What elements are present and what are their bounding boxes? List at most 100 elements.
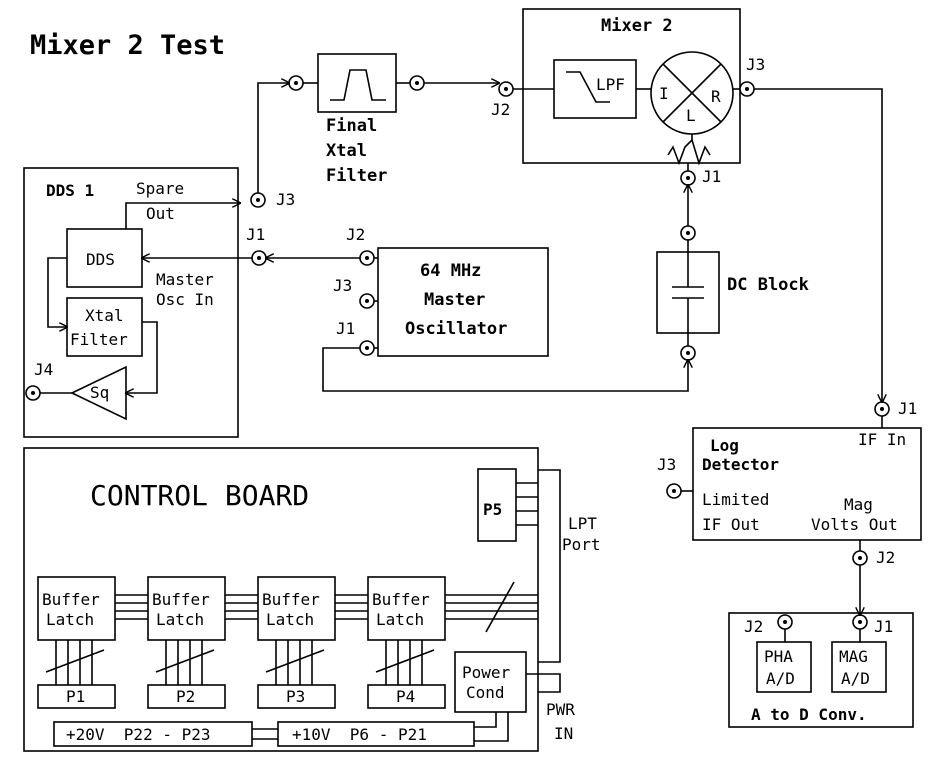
- supply-10v-connector: [277, 721, 475, 747]
- latch-data-bus: [115, 581, 538, 633]
- mag-ad-label-1: MAG: [839, 647, 868, 666]
- p2-connector: [147, 684, 226, 709]
- mixer-j3-to-log-detector-line: [754, 88, 882, 402]
- p4-label: P4: [396, 687, 415, 706]
- power-cond-label-1: Power: [462, 663, 511, 682]
- buffer-latch-1: [37, 576, 116, 641]
- p5-label: P5: [483, 500, 502, 519]
- log-detector-j3-label: J3: [657, 455, 676, 474]
- limited-if-out-label-1: Limited: [702, 490, 769, 509]
- buffer-latch-1-label-1: Buffer: [42, 590, 100, 609]
- oscillator-j3-jack-pin: [365, 299, 369, 303]
- dds-j3-to-final-filter-line: [257, 83, 289, 193]
- resistor-icon: [667, 138, 711, 166]
- dds1-title: DDS 1: [46, 181, 94, 200]
- control-board-title: CONTROL BOARD: [90, 479, 309, 512]
- final-xtal-filter: Final Xtal Filter: [317, 53, 397, 186]
- oscillator-j3-label: J3: [333, 276, 352, 295]
- pha-ad-block: [756, 641, 812, 693]
- pwr-in-label-1: PWR: [546, 700, 575, 719]
- log-detector-j3-jack-pin: [672, 489, 676, 493]
- power-cond-to-10v-upper: [474, 712, 497, 728]
- dds-xtal-filter-label-2: Filter: [70, 330, 128, 349]
- power-cond-to-10v-lower: [474, 712, 509, 742]
- lpt-port-label-2: Port: [562, 535, 601, 554]
- spare-out-label-2: Out: [146, 204, 175, 223]
- buffer-latch-4: [367, 576, 446, 641]
- oscillator-label-2: Master: [424, 290, 485, 310]
- log-detector-j2-jack-pin: [858, 556, 862, 560]
- mixer2-j3-label: J3: [746, 55, 765, 74]
- page-title: Mixer 2 Test: [30, 30, 225, 61]
- mixer2-j2-label: J2: [491, 100, 510, 119]
- atod-j1-jack-pin: [858, 620, 862, 624]
- p5-connector: [477, 468, 517, 542]
- final-filter-output-jack-pin: [415, 81, 419, 85]
- mag-volts-out-label-2: Volts Out: [811, 515, 898, 534]
- mixer2-title: Mixer 2: [601, 16, 673, 36]
- dds1-j3-jack-pin: [256, 198, 260, 202]
- bandpass-icon: [330, 69, 386, 101]
- buffer-latch-4-label-1: Buffer: [372, 590, 430, 609]
- squarer-label: Sq: [90, 383, 109, 402]
- if-in-label: IF In: [858, 430, 906, 449]
- pwr-in-label-2: IN: [554, 724, 573, 743]
- power-cond-block: [454, 651, 527, 713]
- mixer-port-l: L: [686, 106, 696, 125]
- final-filter-box: [317, 53, 397, 113]
- oscillator-j2-jack-pin: [365, 256, 369, 260]
- buffer-latch-2-label-2: Latch: [156, 610, 204, 629]
- oscillator-label-3: Oscillator: [405, 319, 507, 339]
- buffer-latch-3-label-1: Buffer: [262, 590, 320, 609]
- oscillator-label-1: 64 MHz: [420, 261, 481, 281]
- buffer-latch-1-label-2: Latch: [46, 610, 94, 629]
- dds-to-xtal-line: [47, 257, 67, 327]
- final-filter-label-2: Xtal: [326, 141, 367, 161]
- final-filter-label-1: Final: [326, 116, 377, 136]
- dds1-j4-label: J4: [34, 360, 53, 379]
- dc-block-bottom-jack-pin: [686, 351, 690, 355]
- latch-4-output-bus: [375, 640, 435, 685]
- mixer2-j1-jack-pin: [686, 176, 690, 180]
- lpt-port-cable: [538, 469, 561, 663]
- buffer-latch-4-label-2: Latch: [376, 610, 424, 629]
- p4-connector: [367, 684, 446, 709]
- pha-ad-label-1: PHA: [764, 647, 793, 666]
- buffer-latch-3: [257, 576, 336, 641]
- mixer2-j1-label: J1: [702, 167, 721, 186]
- p3-connector: [257, 684, 336, 709]
- p1-label: P1: [66, 687, 85, 706]
- p3-label: P3: [286, 687, 305, 706]
- log-detector-label-2: Detector: [702, 455, 779, 474]
- log-detector-j1-jack-pin: [880, 407, 884, 411]
- dds-spare-out-line: [125, 203, 240, 229]
- mixer2-j2-jack-pin: [504, 87, 508, 91]
- oscillator-j1-label: J1: [336, 319, 355, 338]
- mixer-port-i: I: [659, 84, 669, 103]
- mixer2-j3-jack-pin: [745, 87, 749, 91]
- oscillator-j2-label: J2: [346, 225, 365, 244]
- dds1-j4-jack-pin: [31, 391, 35, 395]
- xtal-to-squarer-line: [126, 321, 158, 393]
- lpf-label: LPF: [596, 75, 625, 94]
- lowpass-icon: [566, 71, 610, 103]
- log-detector-j2-label: J2: [876, 548, 895, 567]
- pha-ad-label-2: A/D: [766, 669, 795, 688]
- supply-20v-label: +20V P22 - P23: [66, 725, 211, 744]
- final-filter-label-3: Filter: [326, 166, 387, 186]
- dds1-j3-label: J3: [276, 190, 295, 209]
- supply-10v-label: +10V P6 - P21: [292, 725, 427, 744]
- mag-volts-out-label-1: Mag: [844, 495, 873, 514]
- master-osc-in-label-2: Osc In: [156, 290, 214, 309]
- limited-if-out-label-2: IF Out: [702, 515, 760, 534]
- latch-2-output-bus: [155, 640, 215, 685]
- dc-block-top-jack-pin: [686, 231, 690, 235]
- buffer-latch-2-label-1: Buffer: [152, 590, 210, 609]
- mixer-symbol-cross-b: [662, 63, 722, 123]
- pwr-in-cable: [526, 673, 561, 693]
- spare-out-label-1: Spare: [136, 179, 184, 198]
- mag-ad-block: [831, 641, 887, 693]
- supply-20v-connector: [53, 721, 253, 747]
- log-detector-box: [692, 427, 922, 541]
